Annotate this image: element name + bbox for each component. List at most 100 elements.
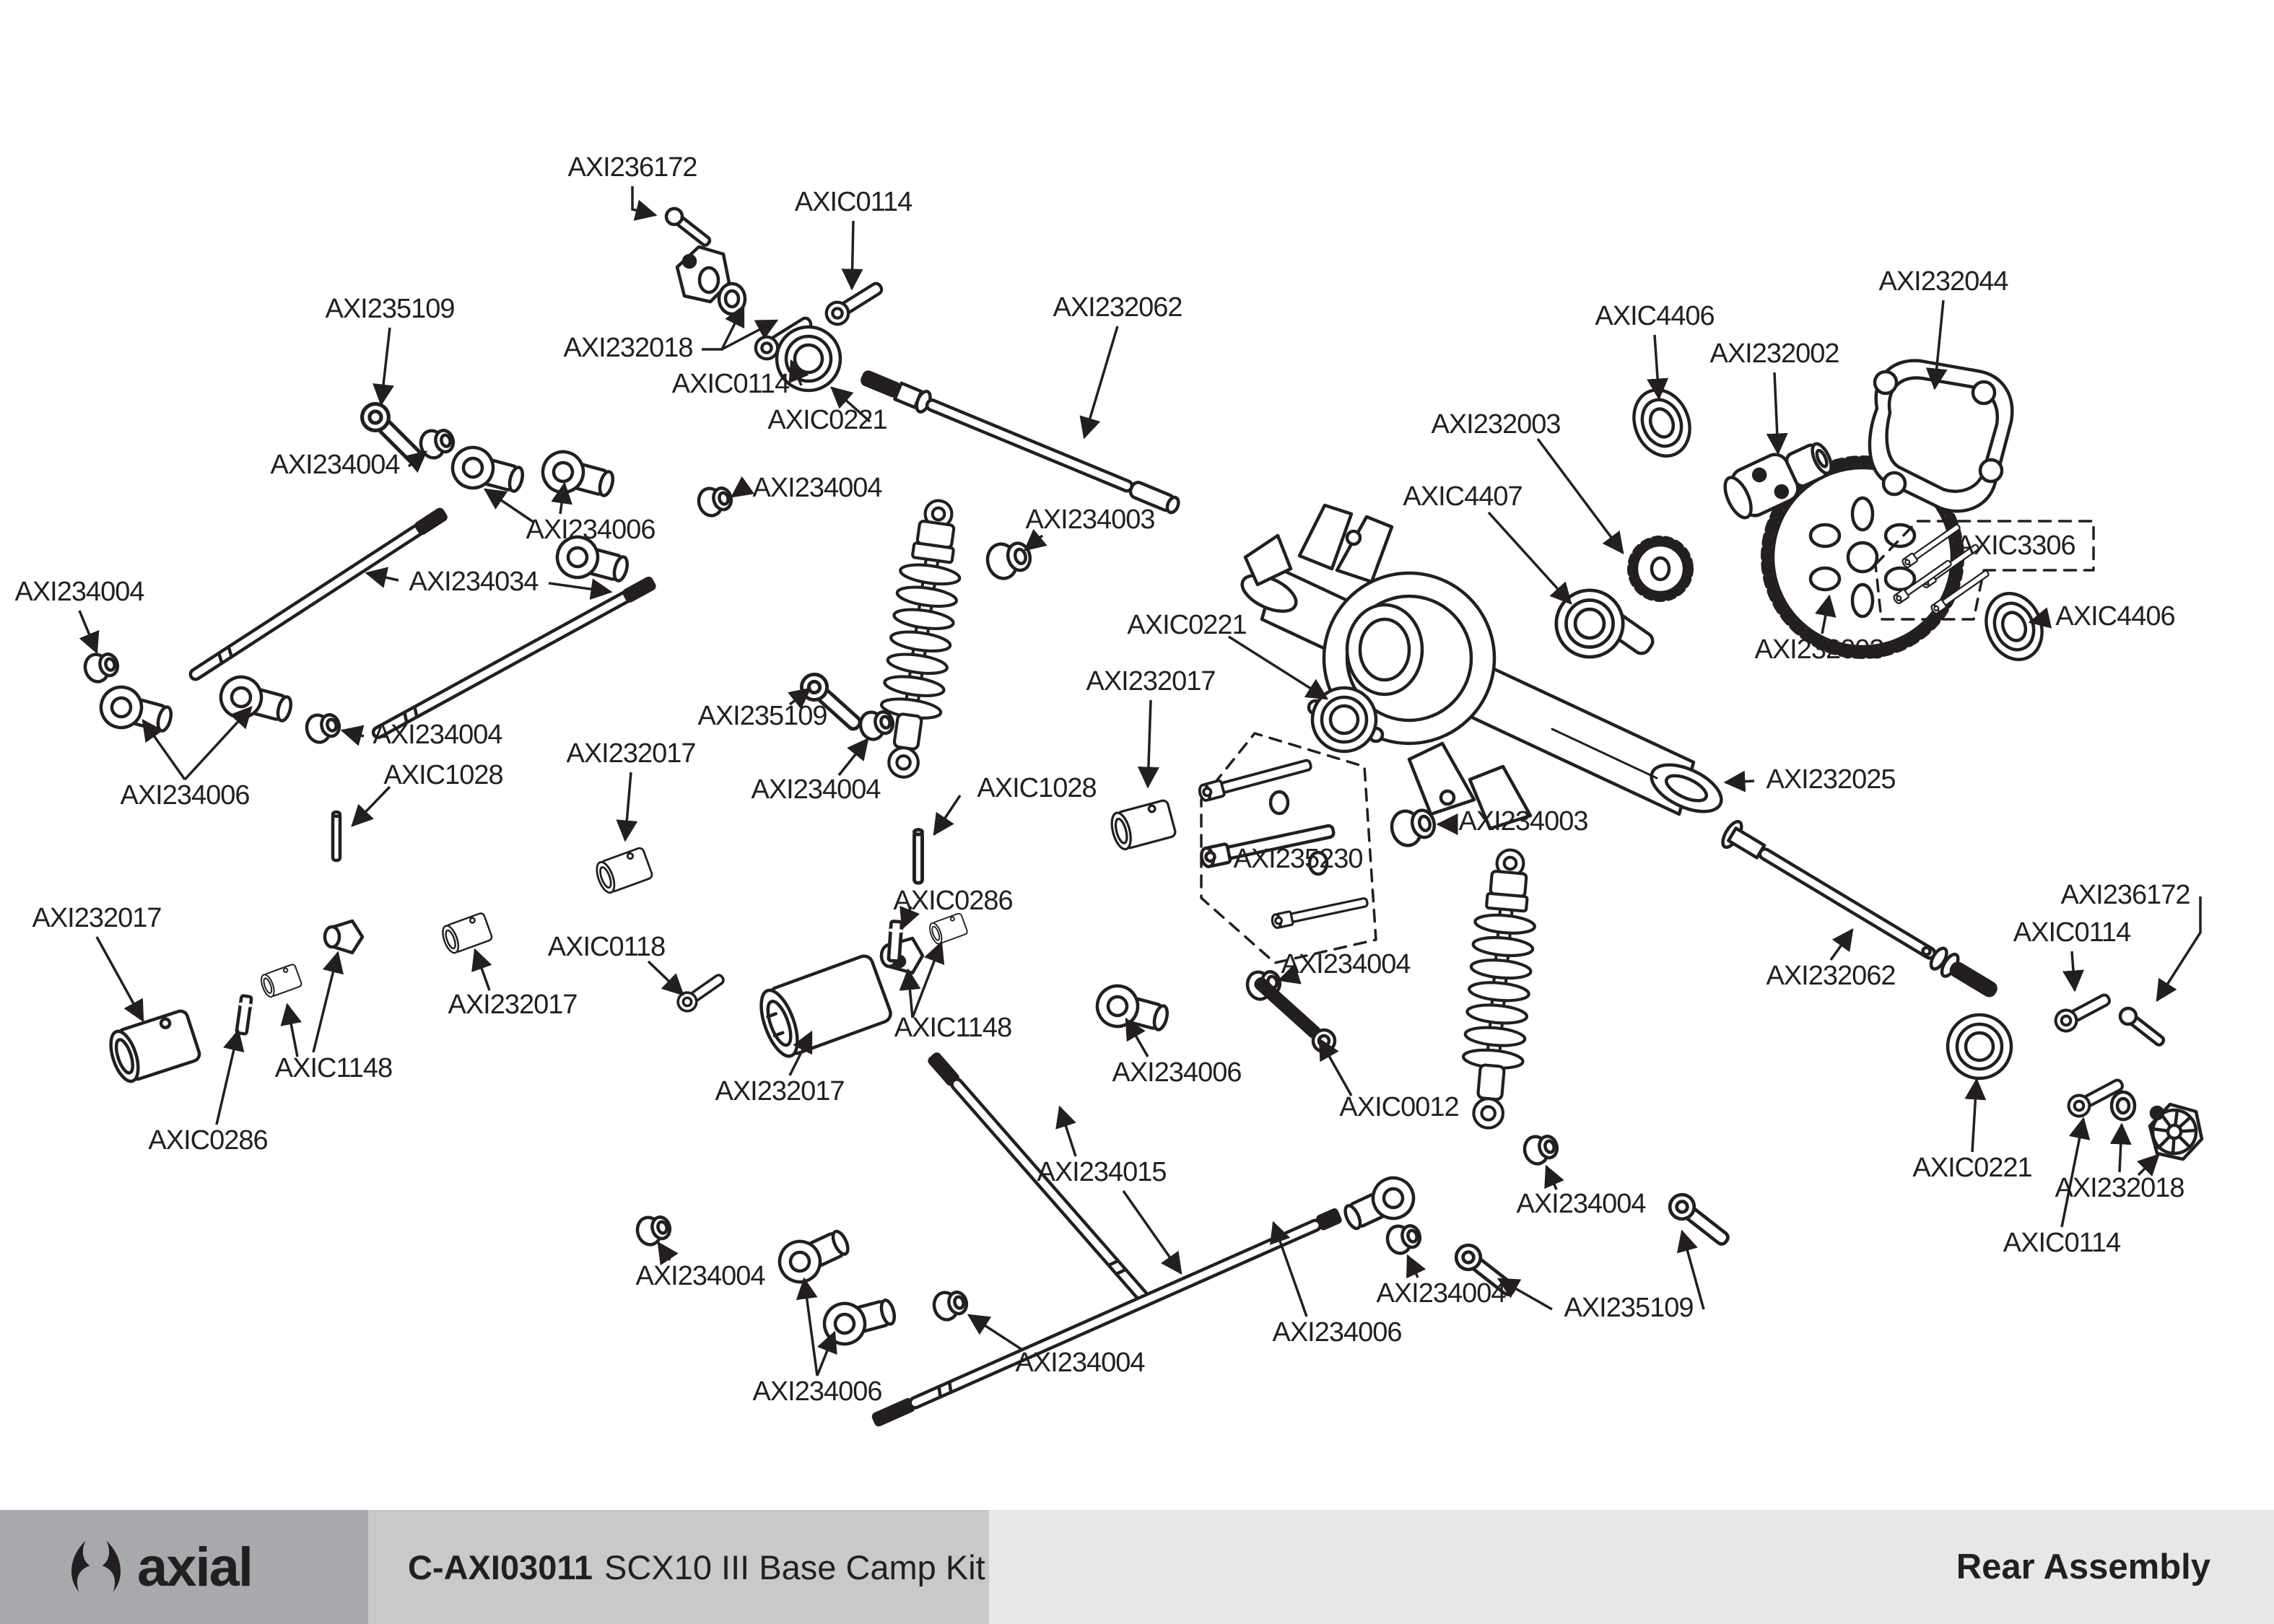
part-callout-AXIC4406: AXIC4406 [1595, 301, 1714, 331]
callout-leader [657, 1241, 679, 1266]
part-callout-AXI232062: AXI232062 [1053, 292, 1182, 323]
title-block: axial C-AXI03011 SCX10 III Base Camp Kit… [0, 1510, 2274, 1624]
shock-bushing-drawing [984, 537, 1034, 582]
part-callout-AXIC4407: AXIC4407 [1403, 481, 1522, 512]
part-callout-AXIC0221: AXIC0221 [767, 405, 886, 435]
callout-leader [1318, 1037, 1353, 1096]
bearing-drawing [1556, 590, 1623, 657]
callout-leader [1487, 511, 1572, 605]
callout-leader [183, 706, 253, 781]
screw-drawing [2052, 989, 2114, 1034]
part-callout-AXIC0114: AXIC0114 [2003, 1228, 2121, 1258]
callout-leader [78, 610, 100, 655]
part-callout-AXI234003: AXI234003 [1025, 505, 1154, 535]
callout-leader [215, 1029, 245, 1125]
callout-leader [548, 578, 613, 601]
callout-leader [1270, 1221, 1308, 1317]
brand-wordmark: axial [137, 1536, 253, 1598]
part-callout-AXI232062: AXI232062 [1766, 961, 1895, 991]
callout-leader [788, 1030, 813, 1076]
part-callout-AXI232025: AXI232025 [1766, 764, 1895, 795]
part-callout-AXI232002: AXI232002 [1709, 339, 1839, 369]
pivot-ball-drawing [304, 710, 342, 745]
shock-absorber-drawing [872, 497, 970, 781]
callout-leader [1055, 1105, 1077, 1157]
part-callout-AXI234004: AXI234004 [751, 774, 881, 805]
part-callout-AXIC1028: AXIC1028 [383, 760, 502, 790]
callout-leader [2136, 1153, 2160, 1177]
part-callout-AXI235109: AXI235109 [1564, 1293, 1693, 1323]
pivot-ball-drawing [696, 484, 734, 518]
callout-leader [351, 785, 391, 827]
part-callout-AXI232044: AXI232044 [1878, 266, 2008, 297]
callout-leader [1277, 964, 1302, 985]
part-callout-AXI232017: AXI232017 [32, 903, 161, 933]
diff-locker-drawing [1723, 442, 1833, 520]
callout-leader [631, 186, 658, 221]
part-callout-AXI234004: AXI234004 [752, 473, 882, 503]
link-rod-drawing [871, 1208, 1342, 1427]
part-callout-AXI234006: AXI234006 [1112, 1057, 1241, 1088]
part-callout-AXIC0118: AXIC0118 [548, 932, 665, 962]
callout-leader [1964, 1078, 1987, 1153]
link-rod-drawing [188, 507, 448, 681]
callout-leader [899, 968, 921, 1018]
part-callout-AXI234006: AXI234006 [1272, 1317, 1401, 1348]
part-callout-AXI236172: AXI236172 [567, 152, 697, 183]
part-callout-AXI234004: AXI234004 [1376, 1278, 1506, 1309]
part-callout-AXI234004: AXI234004 [635, 1261, 765, 1291]
part-callout-AXI234004: AXI234004 [1516, 1189, 1646, 1219]
part-callout-AXIC0221: AXIC0221 [1912, 1153, 2031, 1183]
callout-leader [365, 567, 399, 588]
callout-leader [816, 1330, 837, 1376]
link-rod-drawing [371, 576, 656, 739]
driveshaft-coupler-drawing [1107, 798, 1178, 852]
hinge-pin-drawing [915, 830, 923, 883]
callout-leader [471, 948, 492, 991]
part-callout-AXI234004: AXI234004 [14, 577, 144, 607]
callout-leader [2156, 896, 2202, 1003]
rod-end-drawing [217, 673, 295, 730]
callout-leader [616, 772, 638, 842]
page-title: Rear Assembly [989, 1510, 2274, 1624]
hinge-pin-drawing [333, 812, 340, 860]
callout-leader [2109, 1122, 2132, 1173]
bearing-drawing [1977, 585, 2052, 668]
part-callout-AXI234034: AXI234034 [409, 567, 539, 597]
driveshaft-coupler-drawing [438, 911, 494, 956]
callout-leader [1815, 594, 1837, 634]
callout-leader [483, 488, 535, 524]
part-callout-AXI232003: AXI232003 [1431, 409, 1560, 440]
part-callout-AXIC0114: AXIC0114 [795, 187, 912, 217]
callout-leader [933, 795, 962, 837]
part-callout-AXI234004: AXI234004 [373, 720, 502, 750]
part-callout-AXI232018: AXI232018 [563, 333, 692, 363]
callout-leader [730, 476, 755, 498]
callout-leader [1137, 699, 1159, 789]
callout-leader [647, 960, 684, 996]
callout-leader [721, 319, 779, 351]
callout-leader [373, 327, 394, 406]
callout-leader [788, 687, 811, 710]
kit-name: SCX10 III Base Camp Kit [604, 1547, 985, 1586]
washer-drawing [2109, 1090, 2137, 1122]
part-callout-AXI232018: AXI232018 [2055, 1173, 2184, 1203]
part-callout-AXIC0286: AXIC0286 [148, 1125, 267, 1156]
rod-end-drawing [97, 683, 175, 740]
part-callout-AXI234015: AXI234015 [1037, 1157, 1166, 1187]
part-callout-AXI236172: AXI236172 [2060, 880, 2190, 910]
part-callout-AXIC1148: AXIC1148 [894, 1013, 1011, 1043]
pivot-ball-drawing [82, 650, 121, 684]
part-callout-AXI234003: AXI234003 [1458, 806, 1587, 837]
part-callout-AXI234004: AXI234004 [270, 450, 400, 480]
diff-cover-drawing [1868, 359, 2014, 513]
driveshaft-coupler-drawing [759, 954, 892, 1058]
part-callout-AXI235230: AXI235230 [1233, 844, 1362, 874]
callout-leader [1024, 528, 1047, 551]
rear-assembly-exploded-diagram: AXI236172AXIC0114AXI232018AXIC0114AXIC02… [14, 152, 2204, 1427]
callout-leader [141, 718, 186, 781]
callout-leader [1497, 1278, 1553, 1311]
callout-leader [899, 905, 920, 930]
pivot-ball-drawing [1385, 1221, 1423, 1256]
part-callout-AXIC4406: AXIC4406 [2055, 601, 2174, 632]
